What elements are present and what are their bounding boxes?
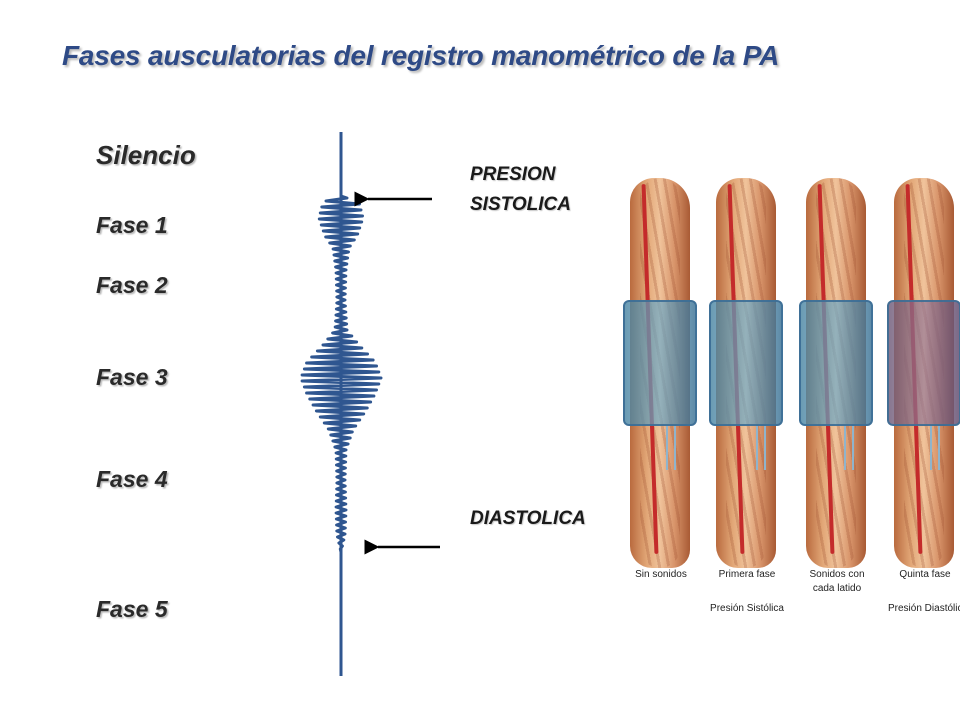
phase-label-silencio: Silencio [96, 140, 196, 170]
caption-sin-sonidos: Sin sonidos [635, 569, 687, 580]
phase-label-fase-3: Fase 3 [96, 364, 168, 390]
caption-quinta-fase: Quinta fase [899, 569, 951, 580]
caption-presion-diastolica: Presión Diastólica [888, 603, 960, 614]
caption-sonidos-line2: cada latido [812, 583, 862, 594]
page-title: Fases ausculatorias del registro manomét… [62, 40, 780, 71]
cuff-4 [887, 300, 960, 426]
systolic-pressure-label: PRESION SISTOLICA [470, 160, 571, 220]
phase-label-fase-5: Fase 5 [96, 596, 168, 622]
diastolic-label-line2: DIASTOLICA [470, 508, 586, 529]
phase-label-fase-1: Fase 1 [96, 212, 168, 238]
arm-illustration-4 [887, 178, 960, 568]
korotkoff-waveform [300, 194, 383, 556]
systolic-label-line1: PRESION [470, 164, 556, 185]
arm-illustration-1 [623, 178, 697, 568]
arm-illustration-3 [799, 178, 873, 568]
cuff-1 [623, 300, 697, 426]
caption-primera-fase: Primera fase [718, 569, 776, 580]
phase-label-fase-2: Fase 2 [96, 272, 168, 298]
caption-presion-sistolica: Presión Sistólica [710, 603, 784, 614]
systolic-label-line2: SISTOLICA [470, 194, 571, 215]
arm-illustration-2 [709, 178, 783, 568]
cuff-2 [709, 300, 783, 426]
diastolic-pressure-label: DIASTOLICA [470, 504, 586, 534]
caption-sonidos-line1: Sonidos con [809, 569, 865, 580]
arm-cuff-illustration: Sin sonidos Primera fase Sonidos con cad… [623, 170, 960, 640]
phase-label-fase-4: Fase 4 [96, 466, 168, 492]
caption-sonidos-con-latido: Sonidos con cada latido [800, 568, 874, 596]
cuff-3 [799, 300, 873, 426]
